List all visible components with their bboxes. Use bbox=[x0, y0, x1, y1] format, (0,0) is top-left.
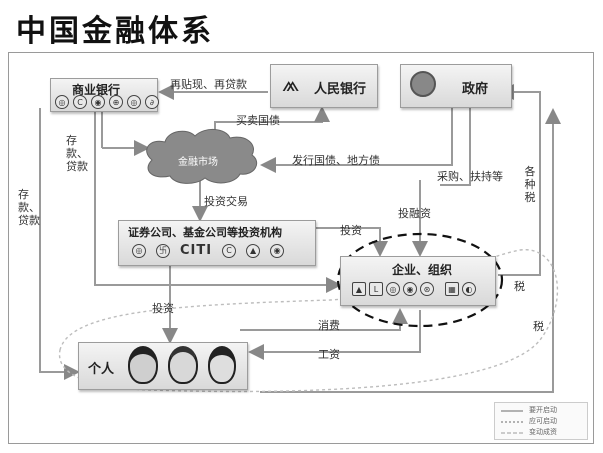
institution-logo-icon: ▲ bbox=[246, 243, 261, 258]
edge-invest-1 bbox=[316, 227, 388, 257]
edge-deposit-loan-2 bbox=[39, 108, 80, 380]
edge-label-tax-2: 税 bbox=[533, 320, 544, 333]
node-commercial-bank bbox=[50, 78, 158, 112]
node-securities bbox=[118, 220, 316, 266]
edge-label-rediscount: 再贴现、再贷款 bbox=[170, 78, 247, 91]
commercial-bank-logos: ◎ C ◉ ⊕ ◎ ∂ bbox=[55, 95, 159, 109]
edge-label-invest-financing: 投融资 bbox=[398, 207, 431, 220]
edge-label-tax-1: 税 bbox=[514, 280, 525, 293]
national-emblem-icon bbox=[410, 71, 436, 97]
edge-bank-enterprise bbox=[94, 112, 342, 293]
node-individual-label: 个人 bbox=[88, 362, 115, 377]
node-government-label: 政府 bbox=[462, 82, 489, 97]
edge-label-deposit-loan-1: 存款、贷款 bbox=[66, 134, 88, 173]
edge-label-consumption: 消费 bbox=[318, 319, 340, 332]
person-face-icon bbox=[168, 346, 198, 384]
central-bank-emblem-icon: ⩕ bbox=[282, 72, 300, 97]
node-enterprise bbox=[340, 256, 496, 306]
edge-label-taxes: 各种税 bbox=[524, 165, 536, 204]
edge-label-invest-1: 投资 bbox=[340, 224, 362, 237]
securities-logos: ◎ 卐 CITI C ▲ ◉ bbox=[132, 243, 285, 258]
legend-item: 变动成资 bbox=[529, 428, 557, 436]
edge-label-invest-2: 投资 bbox=[152, 302, 174, 315]
node-commercial-bank-label: 商业银行 bbox=[72, 83, 121, 97]
edge-label-invest-trade: 投资交易 bbox=[204, 195, 248, 208]
company-logo-icon: ◉ bbox=[403, 282, 417, 296]
bank-logo-icon: ⊕ bbox=[109, 95, 123, 109]
legend-swatches bbox=[501, 410, 523, 434]
company-logo-icon: ◐ bbox=[462, 282, 476, 296]
dotted-loop bbox=[58, 249, 559, 393]
bank-logo-icon: ∂ bbox=[145, 95, 159, 109]
enterprise-highlight-ellipse bbox=[336, 232, 504, 328]
company-logo-icon: ▦ bbox=[445, 282, 459, 296]
institution-logo-icon: C bbox=[222, 243, 237, 258]
legend: 要开启动 应可启动 变动成资 bbox=[494, 402, 588, 440]
edge-wages bbox=[248, 310, 421, 360]
company-logo-icon: ⊛ bbox=[420, 282, 434, 296]
bank-logo-icon: ◉ bbox=[91, 95, 105, 109]
diagram-frame bbox=[8, 52, 594, 444]
diagram-title: 中国金融体系 bbox=[16, 14, 214, 49]
company-logo-icon: ▲ bbox=[352, 282, 366, 296]
institution-logo-icon: ◎ bbox=[132, 243, 146, 258]
edge-label-deposit-loan-2: 存款、贷款 bbox=[18, 188, 40, 227]
bank-logo-icon: ◎ bbox=[55, 95, 69, 109]
edge-label-issue-bonds: 发行国债、地方债 bbox=[292, 154, 380, 167]
legend-item: 要开启动 bbox=[529, 406, 557, 414]
bank-logo-icon: ◎ bbox=[127, 95, 141, 109]
edge-consumption bbox=[240, 308, 408, 331]
node-financial-market-label: 金融市场 bbox=[178, 157, 218, 168]
edge-label-buy-sell-bonds: 买卖国债 bbox=[236, 114, 280, 127]
person-face-icon bbox=[128, 346, 158, 384]
institution-logo-icon: ◉ bbox=[270, 243, 285, 258]
edge-label-wages: 工资 bbox=[318, 348, 340, 361]
node-enterprise-label: 企业、组织 bbox=[392, 263, 453, 277]
company-logo-icon: L bbox=[369, 282, 383, 296]
edge-label-procurement: 采购、扶持等 bbox=[437, 170, 503, 183]
company-logo-icon: ◎ bbox=[386, 282, 400, 296]
edge-taxes bbox=[498, 84, 541, 276]
node-central-bank bbox=[270, 64, 378, 108]
node-securities-label: 证券公司、基金公司等投资机构 bbox=[128, 226, 282, 239]
enterprise-logos: ▲ L ◎ ◉ ⊛ ▦ ◐ bbox=[352, 282, 476, 296]
node-central-bank-label: 人民银行 bbox=[314, 82, 367, 97]
edge-procurement bbox=[440, 108, 471, 186]
citi-logo: CITI bbox=[180, 243, 213, 258]
edge-issue-bonds bbox=[260, 108, 453, 173]
bank-logo-icon: C bbox=[73, 95, 87, 109]
person-face-icon bbox=[208, 346, 236, 384]
edge-tax-individual bbox=[260, 108, 561, 393]
legend-item: 应可启动 bbox=[529, 417, 557, 425]
institution-logo-icon: 卐 bbox=[156, 243, 170, 258]
